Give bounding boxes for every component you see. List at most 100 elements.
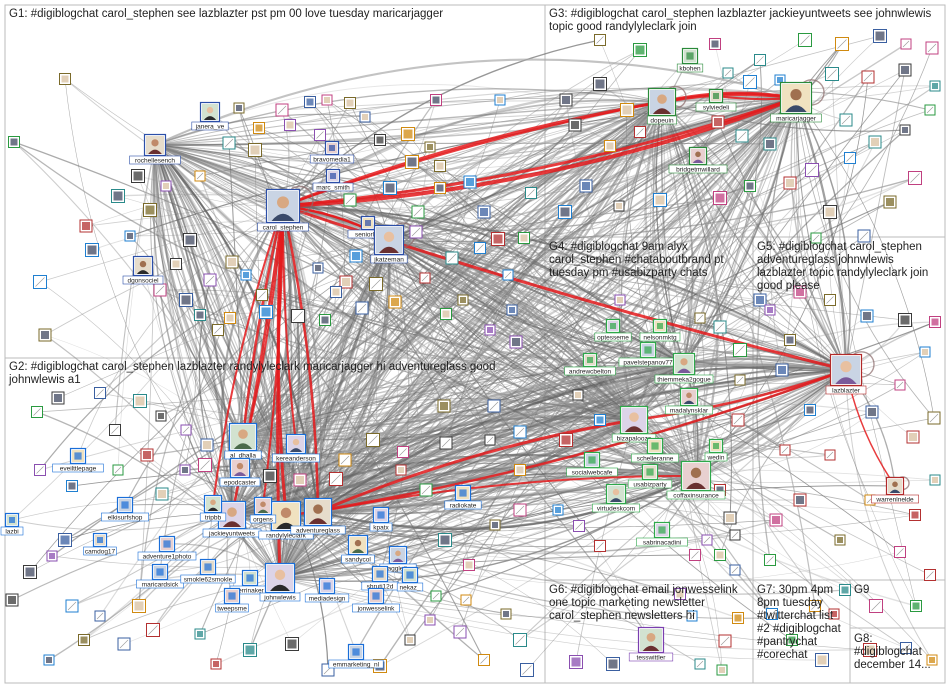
vertex-tcorgens: orgens xyxy=(249,496,277,524)
hub-edge xyxy=(285,97,797,517)
vertex-image-icon xyxy=(438,533,452,547)
vertex-image-icon xyxy=(909,509,921,521)
group-title-g6: G6: #digiblogchat email jonwesselink one… xyxy=(549,584,738,622)
edge xyxy=(142,265,233,516)
vertex-pavelstepanov77: pavelstepanov77 xyxy=(618,341,678,367)
hub-edge xyxy=(154,144,635,421)
vertex-image-icon xyxy=(224,312,236,324)
vertex-label: ferrinaker xyxy=(236,587,264,594)
vertex-label: shruti12d xyxy=(367,583,394,590)
vertex-image-icon xyxy=(155,410,167,422)
vertex-label: andrewcbelton xyxy=(569,368,612,375)
edge xyxy=(838,157,851,371)
vertex-image-icon xyxy=(330,286,342,298)
vertex-image-icon xyxy=(883,195,897,209)
group-title-g9: G9 xyxy=(854,584,870,596)
vertex-image-icon xyxy=(793,285,807,299)
vertex-image-icon xyxy=(430,94,442,106)
vertex-image-icon xyxy=(839,584,851,596)
vertex-label: jonwesselink xyxy=(357,605,396,612)
edge xyxy=(285,49,641,517)
vertex-image-icon xyxy=(606,657,620,671)
vertex-image-icon xyxy=(388,295,402,309)
vertex-label: mediadesign xyxy=(309,595,346,602)
vertex-label: madalynsklar xyxy=(670,407,709,414)
hub-edge xyxy=(154,144,685,365)
vertex-image-icon xyxy=(109,424,121,436)
hub-edge xyxy=(795,97,847,371)
hub-edge xyxy=(242,96,798,439)
hub-edge xyxy=(153,144,244,438)
edge xyxy=(231,514,901,586)
vertex-jonwesselink: jonwesselink xyxy=(352,587,400,613)
vertex-image-icon xyxy=(240,269,252,281)
vertex-image-icon xyxy=(405,155,419,169)
hub-edge xyxy=(317,365,848,513)
edge xyxy=(13,141,685,365)
vertex-nelsonmktg: nelsonmktg xyxy=(639,318,681,342)
hub-edge xyxy=(317,363,685,513)
vertex-image-icon xyxy=(753,293,767,307)
vertex-image-icon xyxy=(810,232,822,244)
hub-edge xyxy=(316,101,663,514)
vertex-image-icon xyxy=(437,399,451,413)
hub-edge xyxy=(284,363,685,517)
vertex-image-icon xyxy=(33,275,47,289)
vertex-optesseme: optesseme xyxy=(594,318,632,342)
vertex-label: eveilttlepage xyxy=(60,465,97,472)
vertex-image-icon xyxy=(926,654,938,666)
vertex-image-icon xyxy=(34,464,46,476)
vertex-image-icon xyxy=(764,304,776,316)
vertex-madalynsklar: madalynsklar xyxy=(665,387,713,415)
edge xyxy=(279,577,907,651)
vertex-image-icon xyxy=(424,614,436,626)
vertex-image-icon xyxy=(256,289,268,301)
vertex-image-icon xyxy=(79,219,93,233)
vertex-image-icon xyxy=(824,449,836,461)
vertex-image-icon xyxy=(573,520,585,532)
group-box-g8 xyxy=(849,627,946,684)
vertex-label: janera_ve xyxy=(195,123,225,130)
hub-edge xyxy=(242,101,663,438)
hub-edge xyxy=(661,101,719,478)
vertex-label: maricarjagger xyxy=(776,115,817,122)
vertex-label: jackieyuntweets xyxy=(208,530,256,537)
vertex-image-icon xyxy=(424,141,436,153)
vertex-image-icon xyxy=(689,549,701,561)
hub-edge xyxy=(279,362,686,579)
vertex-haggleths: haggleths xyxy=(379,545,417,573)
group-title-g1: G1: #digiblogchat carol_stephen see lazb… xyxy=(9,8,444,20)
vertex-label: smokle62smokle xyxy=(184,576,233,583)
vertex-image-icon xyxy=(502,269,514,281)
edge xyxy=(282,73,833,207)
vertex-image-icon xyxy=(491,232,505,246)
vertex-image-icon xyxy=(85,243,99,257)
vertex-image-icon xyxy=(764,554,776,566)
vertex-image-icon xyxy=(8,136,20,148)
vertex-image-icon xyxy=(873,29,887,43)
vertex-label: tripbb xyxy=(205,514,222,521)
vertex-image-icon xyxy=(729,564,741,576)
vertex-image-icon xyxy=(558,205,572,219)
vertex-image-icon xyxy=(291,309,305,323)
hub-edge xyxy=(795,96,851,371)
vertex-image-icon xyxy=(78,634,90,646)
vertex-label: bravomedia1 xyxy=(313,156,351,163)
vertex-image-icon xyxy=(520,663,534,677)
vertex-image-icon xyxy=(744,180,756,192)
vertex-carol-stephen: carol_stephen xyxy=(257,188,309,231)
vertex-image-icon xyxy=(865,405,879,419)
vertex-image-icon xyxy=(713,320,727,334)
edge xyxy=(138,205,284,607)
vertex-image-icon xyxy=(839,113,853,127)
hub-edge xyxy=(230,363,685,518)
edge xyxy=(683,363,835,615)
edges xyxy=(11,35,936,671)
vertex-image-icon xyxy=(329,472,343,486)
hub-edge xyxy=(230,453,697,517)
vertex-image-icon xyxy=(132,599,146,613)
vertex-image-icon xyxy=(552,504,564,516)
vertex-label: virtudeskcom xyxy=(597,505,635,512)
edge xyxy=(683,141,876,365)
vertex-image-icon xyxy=(894,379,906,391)
